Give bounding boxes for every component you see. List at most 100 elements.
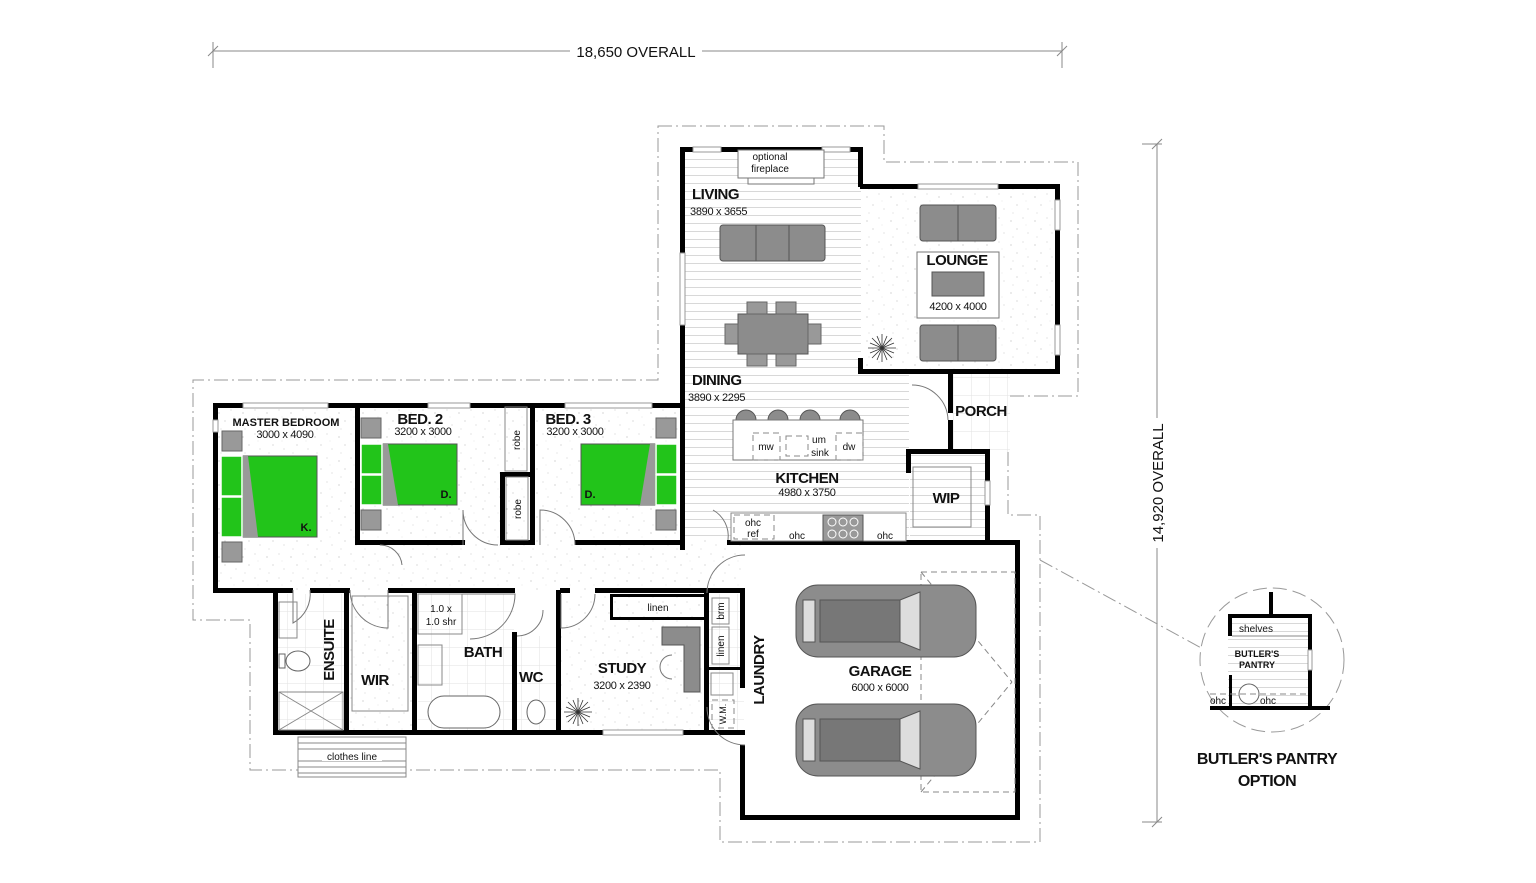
sofa-icon [719,224,826,262]
living-room: optional fireplace LIVING 3890 x 3655 [690,149,826,367]
porch-floor [952,374,1010,452]
ohc-label: ohc [877,531,893,542]
bathtub-icon [427,695,501,729]
shower-label-2: 1.0 shr [426,617,457,628]
bedside-table-icon [360,417,382,439]
plant-icon [564,698,592,726]
linen-label: linen [647,603,668,614]
bedside-table-icon [655,509,677,531]
wir-floor [347,594,413,732]
double-bed-icon: D. [580,443,678,506]
plant-icon [868,334,896,362]
sink-label-2: sink [811,448,830,459]
lounge-room: LOUNGE 4200 x 4000 [868,204,1000,362]
wip-shelving [912,466,972,528]
garage-door-outline [920,571,1016,793]
overall-depth-dimension: 14,920 OVERALL [1142,138,1167,828]
bedside-table-icon [655,417,677,439]
dishwasher-label: dw [843,442,857,453]
double-bed-icon: D. [360,443,458,506]
toilet-icon [526,699,546,725]
butlers-pantry-caption-1: BUTLER'S PANTRY [1197,751,1338,768]
bed2-title: BED. 2 [397,411,443,428]
laundry-title: LAUNDRY [751,635,768,705]
robe-cupboard [504,406,528,472]
kitchen-bench [730,512,907,542]
wc-title: WC [519,669,544,686]
dining-table-icon [724,301,822,367]
ensuite: ENSUITE [278,601,344,731]
dining-kitchen: DINING 3890 x 2295 mw um sink dw KITCHEN… [688,372,907,542]
shower-icon [278,691,344,731]
vanity-icon [417,644,443,686]
shelves-label: shelves [1239,624,1273,635]
kitchen-island [732,419,864,461]
callout-leader [1039,559,1206,651]
kitchen-title: KITCHEN [775,470,838,487]
master-bedroom: MASTER BEDROOM 3000 x 4090 K. [220,417,340,563]
bed2-size: 3200 x 3000 [394,426,451,438]
garage-title: GARAGE [849,663,912,680]
living-size: 3890 x 3655 [690,206,747,218]
master-bedroom-title: MASTER BEDROOM [233,417,340,429]
desk-icon [661,626,701,693]
butlers-pantry-room-label-2: PANTRY [1239,660,1275,670]
overall-width-dimension: 18,650 OVERALL [207,40,1068,68]
linen-label: linen [716,635,727,656]
bed-size-tag: D. [585,489,596,501]
microwave-label: mw [758,442,774,453]
coffee-table-icon [931,271,985,297]
wir-title: WIR [361,672,389,689]
bed3-title: BED. 3 [545,411,591,428]
laundry-tub-icon [710,672,734,696]
bath-title: BATH [464,644,503,661]
ohc-ref-label-1: ohc [745,518,761,529]
laundry: brm linen W.M. LAUNDRY [710,597,768,729]
butlers-pantry-option: shelves BUTLER'S PANTRY ohc ohc BUTLER'S… [1197,587,1345,790]
wir-shelving [351,595,409,712]
fireplace-label-2: fireplace [751,164,789,175]
ohc-ref-label-2: ref [747,529,759,540]
clothes-line: clothes line [297,736,407,778]
bed-size-tag: D. [441,489,452,501]
overall-depth-label: 14,920 OVERALL [1150,423,1167,542]
windows [212,146,1061,736]
sofa-icon [919,204,997,242]
kitchen-size: 4980 x 3750 [778,487,835,499]
bedroom-2: BED. 2 3200 x 3000 D. [360,411,458,531]
bathroom: 1.0 x 1.0 shr BATH [417,593,503,729]
ohc-label: ohc [789,531,805,542]
butlers-pantry-room-label-1: BUTLER'S [1235,649,1280,659]
bedside-table-icon [221,430,243,452]
study-size: 3200 x 2390 [593,680,650,692]
porch-title: PORCH [955,403,1007,420]
master-bedroom-size: 3000 x 4090 [256,429,313,441]
lounge-title: LOUNGE [926,252,988,269]
study: linen STUDY 3200 x 2390 [564,603,701,726]
cooktop-icon [822,514,864,542]
bed3-size: 3200 x 3000 [546,426,603,438]
vanity-icon [278,601,298,639]
car-icon [795,584,977,658]
ohc-left-label: ohc [1210,696,1226,707]
laundry-floor [708,594,744,732]
overall-width-label: 18,650 OVERALL [576,44,695,61]
shower-icon [417,593,463,635]
bedroom-3: BED. 3 3200 x 3000 D. [545,411,678,531]
living-title: LIVING [692,186,739,203]
wip-title: WIP [933,490,960,507]
shower-label-1: 1.0 x [430,604,452,615]
bedside-table-icon [360,509,382,531]
sink-icon [1238,683,1260,705]
garage-size: 6000 x 6000 [851,682,908,694]
king-bed-icon: K. [220,455,318,538]
sofa-icon [919,324,997,362]
lounge-size: 4200 x 4000 [929,301,986,313]
bar-stools [735,409,861,421]
robe-cupboard [505,476,529,541]
roof-outline [192,125,1079,843]
fireplace-label-1: optional [752,152,787,163]
clothes-line-label: clothes line [327,752,377,763]
dining-size: 3890 x 2295 [688,392,745,404]
